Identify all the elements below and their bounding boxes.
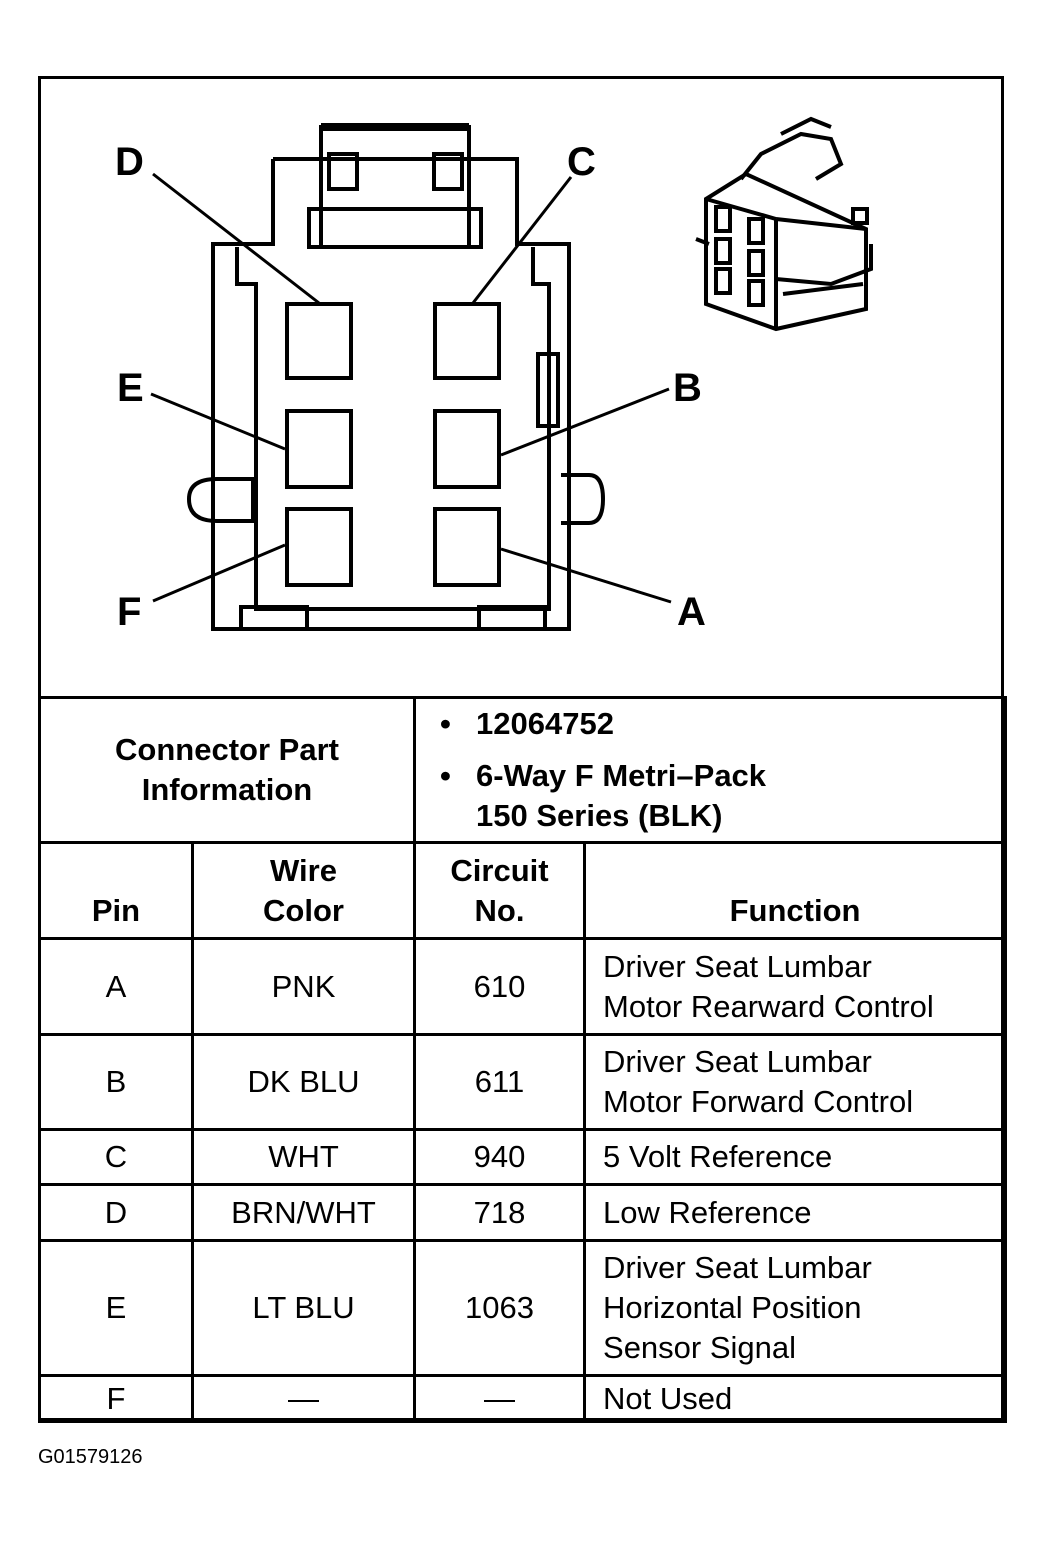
figure-id: G01579126 [38, 1446, 143, 1468]
function-cell: Low Reference [583, 1183, 1008, 1242]
table-row: B DK BLU 611 Driver Seat Lumbar Motor Fo… [38, 1033, 1008, 1131]
function-line: Motor Rearward Control [603, 988, 934, 1024]
pin-cell: E [38, 1239, 194, 1377]
header-function-label: Function [729, 893, 861, 928]
circuit-cell: — [413, 1374, 587, 1423]
wire-color-cell: — [190, 1374, 417, 1423]
pin-label-c: C [567, 140, 596, 184]
pin-label-f: F [117, 590, 141, 634]
pin-cell: D [38, 1183, 194, 1242]
header-circuit-line1: Circuit [450, 853, 549, 888]
wire-color-cell: DK BLU [190, 1033, 417, 1131]
function-line: Not Used [603, 1380, 733, 1416]
header-pin: Pin [38, 841, 194, 940]
header-circuit: Circuit No. [413, 841, 587, 940]
circuit-cell: 610 [413, 937, 587, 1036]
circuit-cell: 1063 [413, 1239, 587, 1377]
function-cell: 5 Volt Reference [583, 1128, 1008, 1186]
header-wire-color-line1: Wire [270, 853, 337, 888]
header-function: Function [583, 841, 1008, 940]
function-line: Driver Seat Lumbar [603, 1250, 872, 1285]
connector-pin-table: Connector Part Information • 12064752 • … [37, 696, 1008, 1423]
pin-label-b: B [673, 366, 702, 410]
pin-label-e: E [117, 366, 144, 410]
pin-label-d: D [115, 140, 144, 184]
function-cell: Driver Seat Lumbar Motor Forward Control [583, 1033, 1008, 1131]
pin-cell: B [38, 1033, 194, 1131]
function-line: Driver Seat Lumbar [603, 1044, 872, 1079]
wire-color-cell: WHT [190, 1128, 417, 1186]
connector-face-view-icon: D C E B F A [115, 116, 873, 634]
header-wire-color: Wire Color [190, 841, 417, 940]
function-line: Sensor Signal [603, 1330, 797, 1365]
table-row: F — — Not Used [38, 1374, 1008, 1423]
connector-info-row: Connector Part Information • 12064752 • … [37, 696, 1008, 844]
pin-cell: A [38, 937, 194, 1036]
bullet-icon: • [440, 706, 451, 741]
function-cell: Not Used [583, 1374, 1008, 1423]
connector-info-label-line2: Information [141, 772, 313, 807]
wire-color-cell: LT BLU [190, 1239, 417, 1377]
connector-diagram: D C E B F A [41, 79, 1001, 699]
table-row: E LT BLU 1063 Driver Seat Lumbar Horizon… [38, 1239, 1008, 1377]
function-line: Low Reference [603, 1194, 812, 1230]
connector-3d-view-icon [695, 116, 873, 332]
circuit-cell: 940 [413, 1128, 587, 1186]
connector-info-label: Connector Part Information [37, 696, 417, 844]
header-circuit-line2: No. [474, 893, 525, 928]
circuit-cell: 611 [413, 1033, 587, 1131]
bullet-icon: • [440, 758, 451, 793]
header-pin-label: Pin [91, 893, 141, 928]
function-line: Horizontal Position [603, 1290, 862, 1325]
pin-cell: C [38, 1128, 194, 1186]
pin-label-a: A [677, 590, 706, 634]
function-line: Driver Seat Lumbar [603, 948, 872, 984]
function-cell: Driver Seat Lumbar Horizontal Position S… [583, 1239, 1008, 1377]
function-line: 5 Volt Reference [603, 1139, 833, 1174]
connector-info-label-line1: Connector Part [115, 732, 339, 767]
function-cell: Driver Seat Lumbar Motor Rearward Contro… [583, 937, 1008, 1036]
wire-color-cell: PNK [190, 937, 417, 1036]
connector-description-line2: 150 Series (BLK) [476, 798, 723, 833]
connector-info-values: • 12064752 • 6-Way F Metri–Pack 150 Seri… [413, 696, 1008, 844]
pin-cell: F [38, 1374, 194, 1423]
table-header-row: Pin Wire Color Circuit No. Function [38, 841, 1008, 940]
connector-description-line1: 6-Way F Metri–Pack [476, 758, 767, 793]
table-row: D BRN/WHT 718 Low Reference [38, 1183, 1008, 1242]
header-wire-color-line2: Color [263, 893, 344, 928]
table-row: A PNK 610 Driver Seat Lumbar Motor Rearw… [38, 937, 1008, 1036]
part-number: 12064752 [476, 706, 614, 741]
circuit-cell: 718 [413, 1183, 587, 1242]
table-row: C WHT 940 5 Volt Reference [38, 1128, 1008, 1186]
wire-color-cell: BRN/WHT [190, 1183, 417, 1242]
function-line: Motor Forward Control [603, 1084, 914, 1119]
connector-diagram-frame: D C E B F A [37, 76, 1008, 1423]
